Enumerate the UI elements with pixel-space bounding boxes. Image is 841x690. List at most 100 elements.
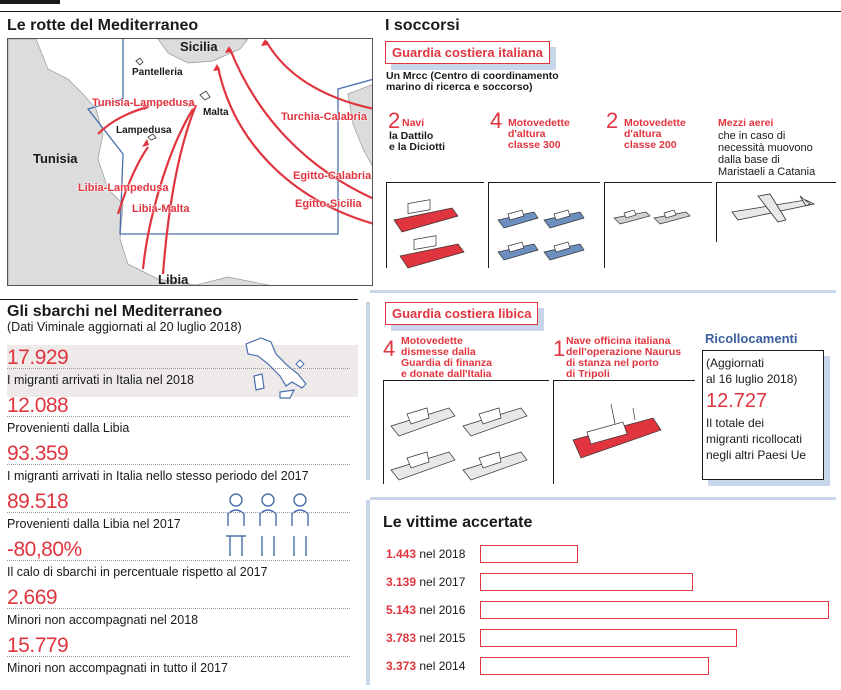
stat-label: I migranti arrivati in Italia nello stes…: [7, 469, 309, 483]
libica-officina-count: 1: [553, 336, 566, 361]
stat-label: Provenienti dalla Libia: [7, 421, 130, 435]
people-icon: [226, 493, 309, 556]
tag-guardia-italiana: Guardia costiera italiana: [385, 41, 551, 64]
m200-line2: d'altura: [624, 128, 662, 140]
stat-divider: [7, 416, 350, 417]
label-route-libia-malta: Libia-Malta: [132, 203, 190, 215]
vittime-bar: [480, 629, 737, 647]
m300-line3: classe 300: [508, 139, 561, 151]
vittime-bar: [480, 601, 829, 619]
libica-rule: [370, 290, 836, 293]
route-libia-malta: [141, 108, 194, 270]
libica-motov-l4: e donate dall'Italia: [401, 368, 492, 380]
ricollocamenti-box: [702, 350, 824, 480]
italian-fleet-graphic: [393, 193, 816, 269]
vittime-year: nel 2016: [416, 603, 466, 617]
ricollocamenti-d3: negli altri Paesi Ue: [706, 448, 807, 462]
vittime-year: nel 2014: [416, 659, 466, 673]
navi-detail1: la Dattilo: [389, 130, 434, 142]
top-rule: [0, 11, 841, 12]
vittime-title: Le vittime accertate: [383, 514, 533, 531]
separator-lower: [366, 500, 370, 685]
aerei-title: Mezzi aerei: [718, 117, 774, 129]
mrcc-line1: Un Mrcc (Centro di coordinamento: [386, 70, 559, 82]
top-accent-bar: [0, 0, 60, 4]
stat-divider: [7, 368, 350, 369]
land-sicilia: [157, 39, 249, 64]
stat-value: 17.929: [7, 346, 69, 369]
island-malta: [199, 90, 211, 101]
stat-label: Provenienti dalla Libia nel 2017: [7, 517, 181, 531]
aerei-l3: dalla base di: [718, 154, 780, 166]
sbarchi-rule: [0, 299, 358, 300]
vittime-row-label: 5.143 nel 2016: [386, 603, 465, 617]
stat-label: I migranti arrivati in Italia nel 2018: [7, 373, 194, 387]
ricollocamenti-l2: al 16 luglio 2018): [706, 372, 798, 386]
vittime-value: 5.143: [386, 603, 417, 617]
aerei-l4: Maristaeli a Catania: [718, 166, 816, 178]
ricollocamenti-d1: Il totale dei: [706, 416, 765, 430]
ship-icons: [393, 199, 465, 269]
m300-line2: d'altura: [508, 128, 546, 140]
libica-motov-count: 4: [383, 336, 396, 361]
vittime-row-label: 3.139 nel 2017: [386, 575, 465, 589]
box-libica-officina: [553, 380, 695, 484]
label-lampedusa: Lampedusa: [116, 125, 172, 136]
vittime-bar: [480, 657, 709, 675]
aerei-l2: necessità muovono: [718, 142, 813, 154]
label-route-libia-lampedusa: Libia-Lampedusa: [78, 182, 169, 194]
separator-upper: [366, 302, 370, 480]
ricollocamenti-title: Ricollocamenti: [705, 331, 798, 346]
vittime-row-label: 3.373 nel 2014: [386, 659, 465, 673]
route-egitto-sicilia: [216, 66, 372, 225]
vittime-row-label: 1.443 nel 2018: [386, 547, 465, 561]
stat-value: 2.669: [7, 586, 58, 609]
tag-guardia-libica: Guardia costiera libica: [385, 302, 539, 325]
ricollocamenti-d2: migranti ricollocati: [706, 432, 803, 446]
route-arrows: [97, 40, 372, 275]
m200-count: 2: [606, 108, 619, 133]
box-navi: [386, 182, 484, 268]
italy-icon: [245, 337, 307, 399]
mrcc-line2: marino di ricerca e soccorso): [386, 81, 533, 93]
vittime-year: nel 2018: [416, 547, 466, 561]
sar-zone-boundary: [86, 39, 372, 235]
vittime-value: 3.139: [386, 575, 417, 589]
libica-officina-l2: dell'operazione Naurus: [566, 346, 682, 358]
island-pantelleria: [135, 57, 144, 66]
stat-divider: [7, 608, 350, 609]
box-m200: [604, 182, 712, 268]
label-route-turchia-calabria: Turchia-Calabria: [281, 111, 367, 123]
highlight-band: [7, 345, 358, 397]
map-graphic: [8, 39, 372, 285]
label-sicilia: Sicilia: [180, 39, 218, 54]
navi-detail2: e la Diciotti: [389, 141, 446, 153]
sbarchi-subtitle: (Dati Viminale aggiornati al 20 luglio 2…: [7, 320, 242, 334]
sbarchi-title: Gli sbarchi nel Mediterraneo: [7, 303, 223, 320]
island-lampedusa: [147, 133, 157, 141]
land-libia: [194, 276, 272, 285]
stat-divider: [7, 464, 350, 465]
box-aerei: [716, 182, 836, 242]
motorboat-300-icons: [497, 209, 585, 261]
route-arrowheads: [142, 39, 268, 147]
map-title: Le rotte del Mediterraneo: [7, 17, 199, 34]
route-turchia-calabria: [265, 40, 372, 110]
navi-count: 2: [388, 108, 401, 133]
vittime-value: 1.443: [386, 547, 417, 561]
vittime-year: nel 2015: [416, 631, 466, 645]
vittime-value: 3.783: [386, 631, 417, 645]
libica-motov-l2: dismesse dalla: [401, 346, 476, 358]
libyan-fleet-graphic: [390, 403, 662, 481]
box-m300: [488, 182, 600, 268]
vittime-value: 3.373: [386, 659, 417, 673]
stat-divider: [7, 512, 350, 513]
stat-value: -80,80%: [7, 538, 82, 561]
libica-officina-l1: Nave officina italiana: [566, 335, 671, 347]
land-tunisia: [8, 39, 198, 285]
vittime-year: nel 2017: [416, 575, 466, 589]
route-libia-malta-2: [161, 104, 198, 275]
libica-motov-l1: Motovedette: [401, 335, 463, 347]
label-tunisia: Tunisia: [33, 151, 78, 166]
stat-value: 15.779: [7, 634, 69, 657]
